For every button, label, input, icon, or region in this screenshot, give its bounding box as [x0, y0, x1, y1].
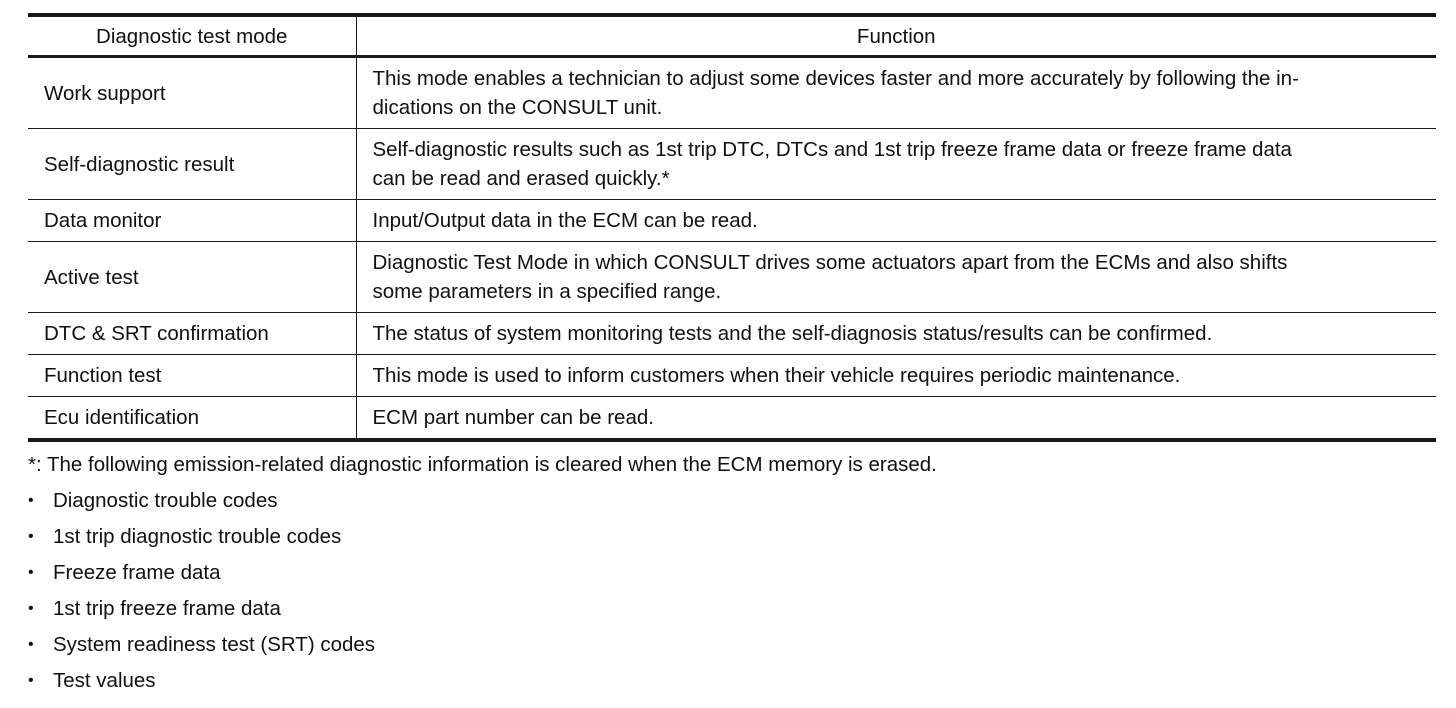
list-item-text: System readiness test (SRT) codes [53, 633, 376, 656]
mode-cell: Self-diagnostic result [28, 128, 356, 200]
function-line: Self-diagnostic results such as 1st trip… [372, 138, 1292, 161]
function-line: This mode is used to inform customers wh… [372, 364, 1181, 387]
table-row: Active test Diagnostic Test Mode in whic… [28, 241, 1436, 313]
bullet-icon: • [28, 600, 34, 617]
mode-cell: Active test [28, 241, 356, 313]
function-line: This mode enables a technician to adjust… [372, 67, 1299, 90]
list-item: • 1st trip diagnostic trouble codes [28, 525, 375, 561]
function-line: The status of system monitoring tests an… [372, 322, 1213, 345]
bullet-icon: • [28, 564, 34, 581]
list-item-text: Diagnostic trouble codes [53, 489, 278, 512]
bullet-icon: • [28, 636, 34, 653]
list-item: • 1st trip freeze frame data [28, 597, 375, 633]
function-cell: Diagnostic Test Mode in which CONSULT dr… [355, 241, 1436, 313]
function-line: Input/Output data in the ECM can be read… [372, 209, 758, 232]
function-line: dications on the CONSULT unit. [372, 96, 663, 119]
table-row: Work support This mode enables a technic… [28, 56, 1436, 129]
list-item: • Diagnostic trouble codes [28, 489, 375, 525]
table-row: Self-diagnostic result Self-diagnostic r… [28, 128, 1436, 200]
list-item-text: Test values [53, 669, 156, 692]
mode-cell: Work support [28, 56, 356, 129]
mode-cell: Ecu identification [44, 406, 199, 429]
function-line: can be read and erased quickly.* [372, 167, 670, 190]
list-item-text: 1st trip diagnostic trouble codes [53, 525, 342, 548]
function-cell: ECM part number can be read. [355, 396, 1436, 440]
bullet-icon: • [28, 528, 34, 545]
table-row: Function test This mode is used to infor… [28, 354, 1436, 397]
mode-cell: DTC & SRT confirmation [28, 312, 356, 355]
header-diagnostic-test-mode: Diagnostic test mode [28, 15, 356, 58]
function-line: Diagnostic Test Mode in which CONSULT dr… [372, 251, 1288, 274]
function-cell: This mode is used to inform customers wh… [355, 354, 1436, 397]
table-header-row: Diagnostic test mode Function [28, 15, 1436, 58]
list-item-text: Freeze frame data [53, 561, 221, 584]
function-line: some parameters in a specified range. [372, 280, 722, 303]
bullet-icon: • [28, 492, 34, 509]
bullet-icon: • [28, 672, 34, 689]
list-item-text: 1st trip freeze frame data [53, 597, 281, 620]
mode-cell: Function test [28, 354, 356, 397]
table-row: DTC & SRT confirmation The status of sys… [28, 312, 1436, 355]
diagnostic-mode-table: Diagnostic test mode Function Work suppo… [28, 13, 1436, 442]
table-row: Data monitor Input/Output data in the EC… [28, 199, 1436, 242]
table-row: Ecu identification ECM part number can b… [28, 396, 1436, 440]
footnote: *: The following emission-related diagno… [28, 453, 937, 476]
document-body: Diagnostic test mode Function Work suppo… [28, 13, 1436, 442]
list-item: • System readiness test (SRT) codes [28, 633, 375, 669]
list-item: • Test values [28, 669, 375, 705]
function-line: ECM part number can be read. [372, 406, 654, 429]
function-cell: Self-diagnostic results such as 1st trip… [355, 128, 1436, 200]
function-cell: Input/Output data in the ECM can be read… [355, 199, 1436, 242]
mode-cell: Data monitor [28, 199, 356, 242]
function-cell: The status of system monitoring tests an… [355, 312, 1436, 355]
function-cell: This mode enables a technician to adjust… [355, 56, 1436, 129]
bullet-list: • Diagnostic trouble codes • 1st trip diag… [28, 489, 375, 705]
header-function: Function [355, 15, 1436, 58]
list-item: • Freeze frame data [28, 561, 375, 597]
